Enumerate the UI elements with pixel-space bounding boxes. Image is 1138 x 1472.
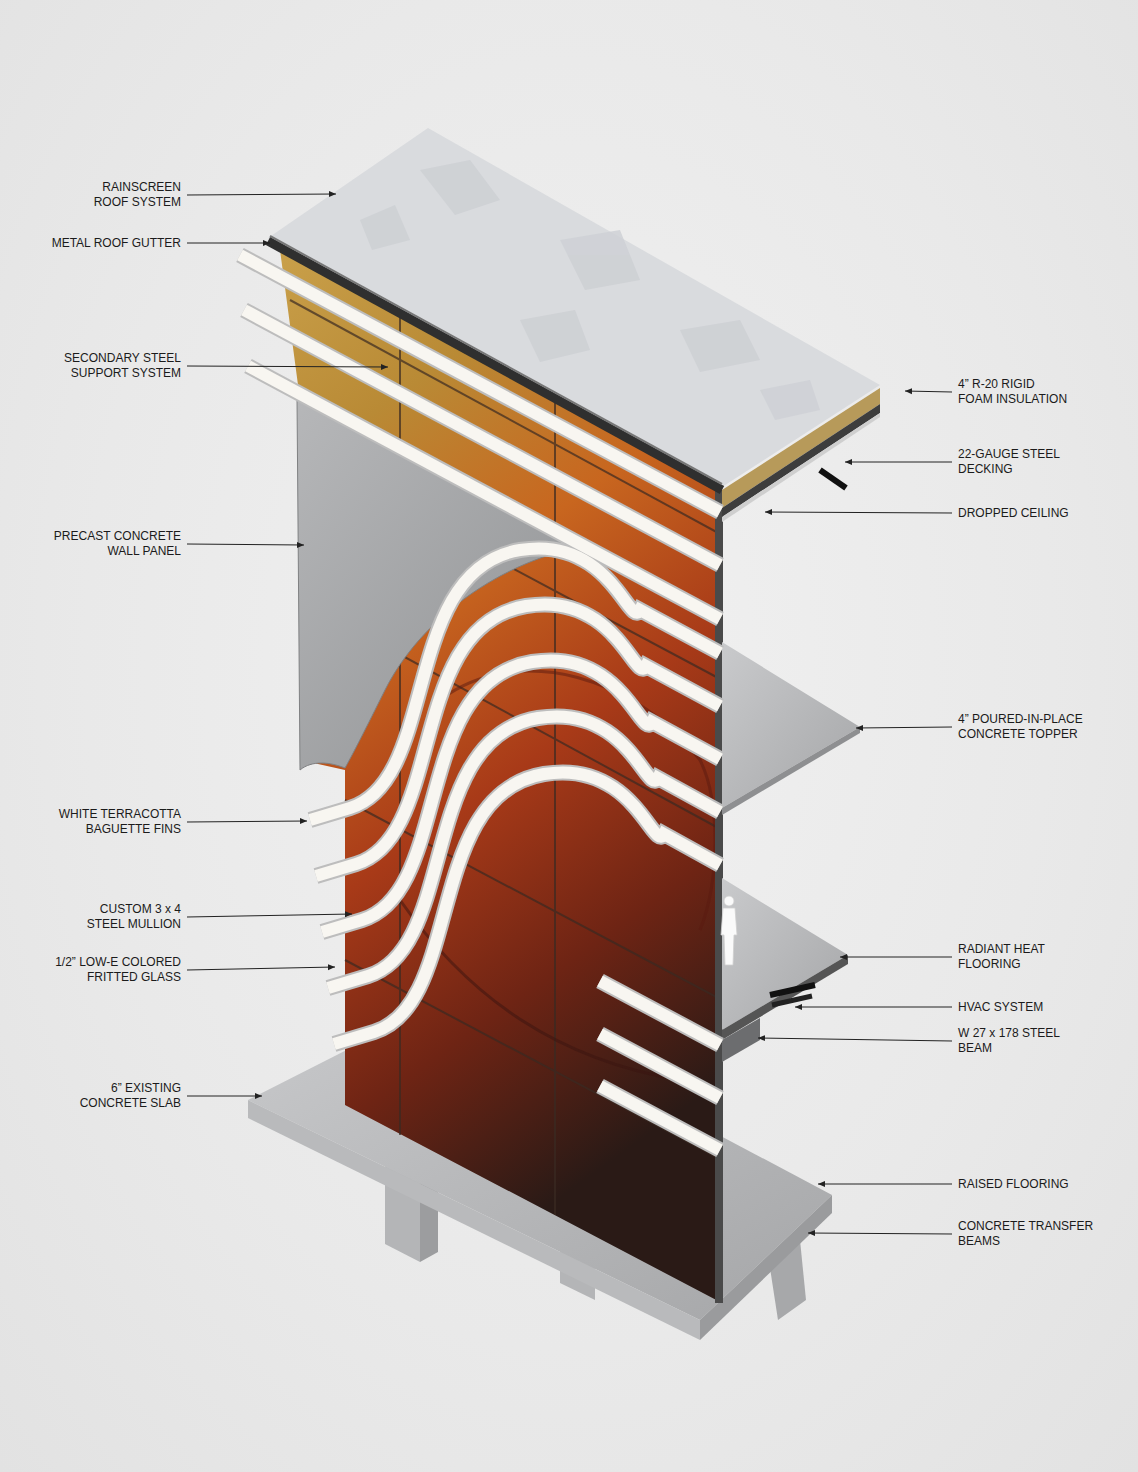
callout-label: PRECAST CONCRETE WALL PANEL <box>49 529 181 559</box>
callout-label: WHITE TERRACOTTA BAGUETTE FINS <box>49 807 181 837</box>
callout-label: SECONDARY STEEL SUPPORT SYSTEM <box>61 351 181 381</box>
callout-label: RAISED FLOORING <box>958 1177 1069 1192</box>
lower-slab <box>721 878 848 1062</box>
callout-label: 4” POURED-IN-PLACE CONCRETE TOPPER <box>958 712 1093 742</box>
callout-label: RADIANT HEAT FLOORING <box>958 942 1058 972</box>
callout-label: 22-GAUGE STEEL DECKING <box>958 447 1070 477</box>
leader-lines <box>187 194 952 1234</box>
callout-label: HVAC SYSTEM <box>958 1000 1043 1015</box>
callout-label: METAL ROOF GUTTER <box>52 236 181 251</box>
callout-label: 1/2” LOW-E COLORED FRITTED GLASS <box>46 955 181 985</box>
callout-label: CONCRETE TRANSFER BEAMS <box>958 1219 1103 1249</box>
callout-label: CUSTOM 3 x 4 STEEL MULLION <box>71 902 181 932</box>
callout-label: DROPPED CEILING <box>958 506 1069 521</box>
callout-label: W 27 x 178 STEEL BEAM <box>958 1026 1078 1056</box>
terracotta-fins <box>240 255 720 1150</box>
mid-slab <box>722 642 860 815</box>
callout-label: 6” EXISTING CONCRETE SLAB <box>71 1081 181 1111</box>
callout-label: RAINSCREEN ROOF SYSTEM <box>86 180 181 210</box>
callout-label: 4” R-20 RIGID FOAM INSULATION <box>958 377 1071 407</box>
